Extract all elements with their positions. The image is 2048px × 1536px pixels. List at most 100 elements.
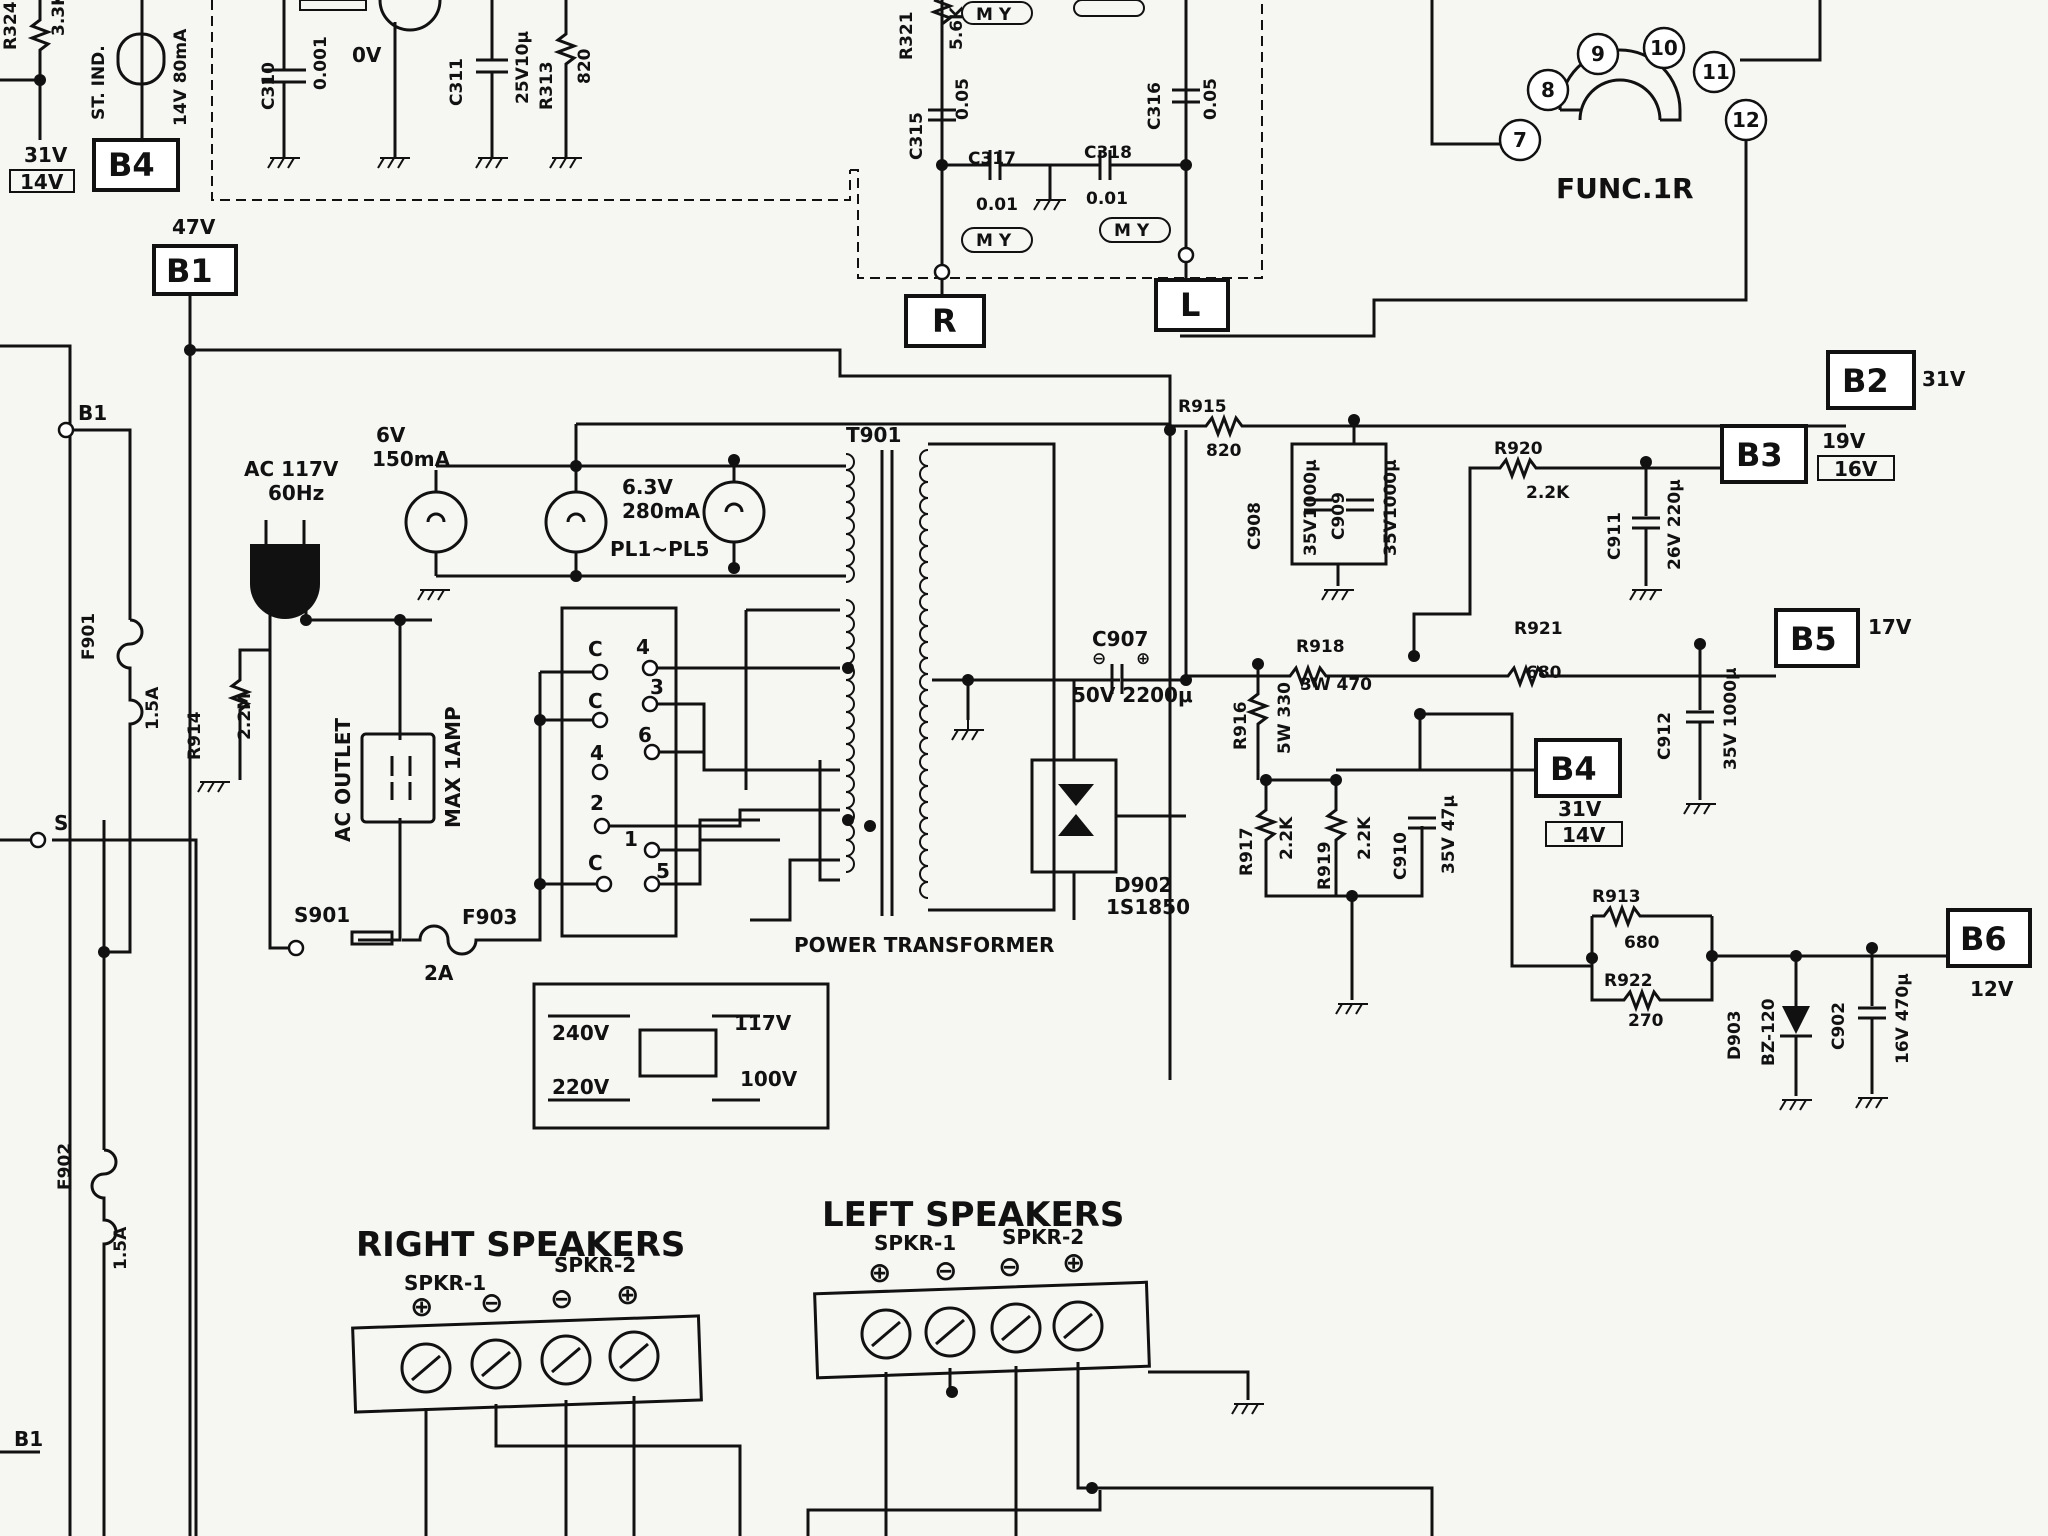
r921-label: R921 — [1514, 619, 1563, 639]
r918-value: 3W 470 — [1300, 675, 1372, 695]
function-switch: 7 8 9 10 11 12 FUNC.1R — [1180, 0, 1822, 338]
f902-value: 1.5A — [111, 1226, 131, 1270]
b5-connector — [1774, 608, 1860, 668]
sel-right-5: 5 — [656, 859, 670, 883]
l-output-label: L — [1180, 286, 1200, 324]
c907-plus: ⊕ — [1136, 649, 1150, 669]
sel-left-4: 2 — [590, 791, 604, 815]
c908-value: 35V1000μ — [1301, 459, 1321, 556]
func-pin-7: 7 — [1513, 128, 1527, 152]
c910-label: C910 — [1391, 832, 1411, 880]
v220-label: 220V — [552, 1075, 610, 1099]
sel-right-2: 3 — [650, 675, 664, 699]
right-spkr2-label: SPKR-2 — [554, 1253, 636, 1277]
r914-label: R914 — [185, 711, 205, 760]
c318-value: 0.01 — [1086, 189, 1128, 209]
r913-label: R913 — [1592, 887, 1641, 907]
transformer-label: POWER TRANSFORMER — [794, 933, 1054, 957]
right-terminal-3 — [540, 1334, 592, 1386]
c315-label: C315 — [907, 112, 927, 160]
b4-voltage: 31V — [1558, 797, 1602, 821]
r321-value: 5.6K — [947, 6, 967, 50]
b6-connector-label: B6 — [1960, 920, 2007, 958]
right-spkr1-label: SPKR-1 — [404, 1271, 486, 1295]
b1-voltage: 47V — [172, 215, 216, 239]
d903-value: BZ-120 — [1759, 998, 1779, 1066]
lamp-6v-icon — [404, 490, 468, 554]
lamp-6v3-icon-1 — [544, 490, 608, 554]
left-spkr2-plus: ⊕ — [1062, 1246, 1085, 1279]
c908-label: C908 — [1245, 502, 1265, 550]
right-terminal-1 — [400, 1342, 452, 1394]
top-left-area: R324 3.3K 31V 14V ST. IND. 14V 80mA B4 C… — [0, 0, 851, 201]
b4-top-voltage-alt: 14V — [20, 170, 64, 194]
right-terminals — [400, 1330, 660, 1394]
ac-input-section: AC 117V 60Hz S901 R914 2.2M AC OUTLET MA… — [185, 422, 1170, 985]
b2-connector — [1826, 350, 1916, 410]
node-b1-top: B1 — [78, 401, 107, 425]
node-s: S — [54, 811, 68, 835]
ac-outlet-label: AC OUTLET — [331, 718, 355, 842]
ac-plug-icon — [250, 544, 320, 619]
sel-left-3: 4 — [590, 741, 604, 765]
r916-label: R916 — [1231, 701, 1251, 750]
b3-connector-label: B3 — [1736, 436, 1783, 474]
left-spkr1-minus: ⊖ — [934, 1254, 957, 1287]
r921-value: 680 — [1526, 663, 1562, 683]
c907-minus: ⊖ — [1092, 649, 1106, 669]
r915-value: 820 — [1206, 441, 1242, 461]
c311-label: C311 — [447, 58, 467, 106]
c912-label: C912 — [1655, 712, 1675, 760]
b6-voltage: 12V — [1970, 977, 2014, 1001]
sel-left-2: C — [588, 689, 603, 713]
left-terminal-1 — [860, 1308, 912, 1360]
lamp2-cur: 280mA — [622, 499, 701, 523]
c316-label: C316 — [1145, 82, 1165, 130]
f903-label: F903 — [462, 905, 517, 929]
r918-label: R918 — [1296, 637, 1345, 657]
c317-value: 0.01 — [976, 195, 1018, 215]
node-b1-bottom: B1 — [14, 1427, 43, 1451]
lamp1-volt: 6V — [376, 423, 406, 447]
r920-label: R920 — [1494, 439, 1543, 459]
func-switch-label: FUNC.1R — [1556, 172, 1694, 205]
c911-label: C911 — [1605, 512, 1625, 560]
c911-value: 26V 220μ — [1665, 479, 1685, 570]
c315-value: 0.05 — [953, 78, 973, 120]
b1-connector-label: B1 — [166, 252, 213, 290]
c310-value: 0.001 — [311, 36, 331, 90]
c907-value: 50V 2200μ — [1072, 683, 1193, 707]
left-spkr2-label: SPKR-2 — [1002, 1225, 1084, 1249]
right-speakers-title: RIGHT SPEAKERS — [356, 1225, 685, 1265]
t901-label: T901 — [846, 423, 901, 447]
r-output-connector — [904, 294, 986, 348]
c311-value: 25V10μ — [513, 31, 533, 104]
ac-in-label: AC 117V — [244, 457, 339, 481]
func-pin-10: 10 — [1650, 36, 1678, 60]
r919-label: R919 — [1315, 841, 1335, 890]
c909-label: C909 — [1329, 492, 1349, 540]
b5-voltage: 17V — [1868, 615, 1912, 639]
left-spkr2-minus: ⊖ — [998, 1250, 1021, 1283]
ac-outlet-max: MAX 1AMP — [441, 706, 465, 828]
r917-value: 2.2K — [1277, 816, 1297, 860]
b4-voltage-alt: 14V — [1562, 823, 1606, 847]
b4-top-voltage: 31V — [24, 143, 68, 167]
r922-value: 270 — [1628, 1011, 1664, 1031]
c907-label: C907 — [1092, 627, 1148, 651]
lamp-6v3-icon-2 — [702, 480, 766, 544]
b2-voltage: 31V — [1922, 367, 1966, 391]
st-ind-value: 14V 80mA — [171, 28, 191, 126]
r916-value: 5W 330 — [1275, 682, 1295, 754]
left-spkr1-plus: ⊕ — [868, 1256, 891, 1289]
f901-label: F901 — [79, 613, 99, 660]
func-pin-9: 9 — [1591, 42, 1605, 66]
right-speaker-terminal-block — [351, 1314, 703, 1414]
r917-label: R917 — [1237, 827, 1257, 876]
voltage-select-legend — [532, 982, 830, 1130]
v100-label: 100V — [740, 1067, 798, 1091]
d902-bridge — [1030, 758, 1118, 874]
d902-value: 1S1850 — [1106, 895, 1190, 919]
c310-label: C310 — [259, 62, 279, 110]
r313-value: 820 — [575, 48, 595, 84]
